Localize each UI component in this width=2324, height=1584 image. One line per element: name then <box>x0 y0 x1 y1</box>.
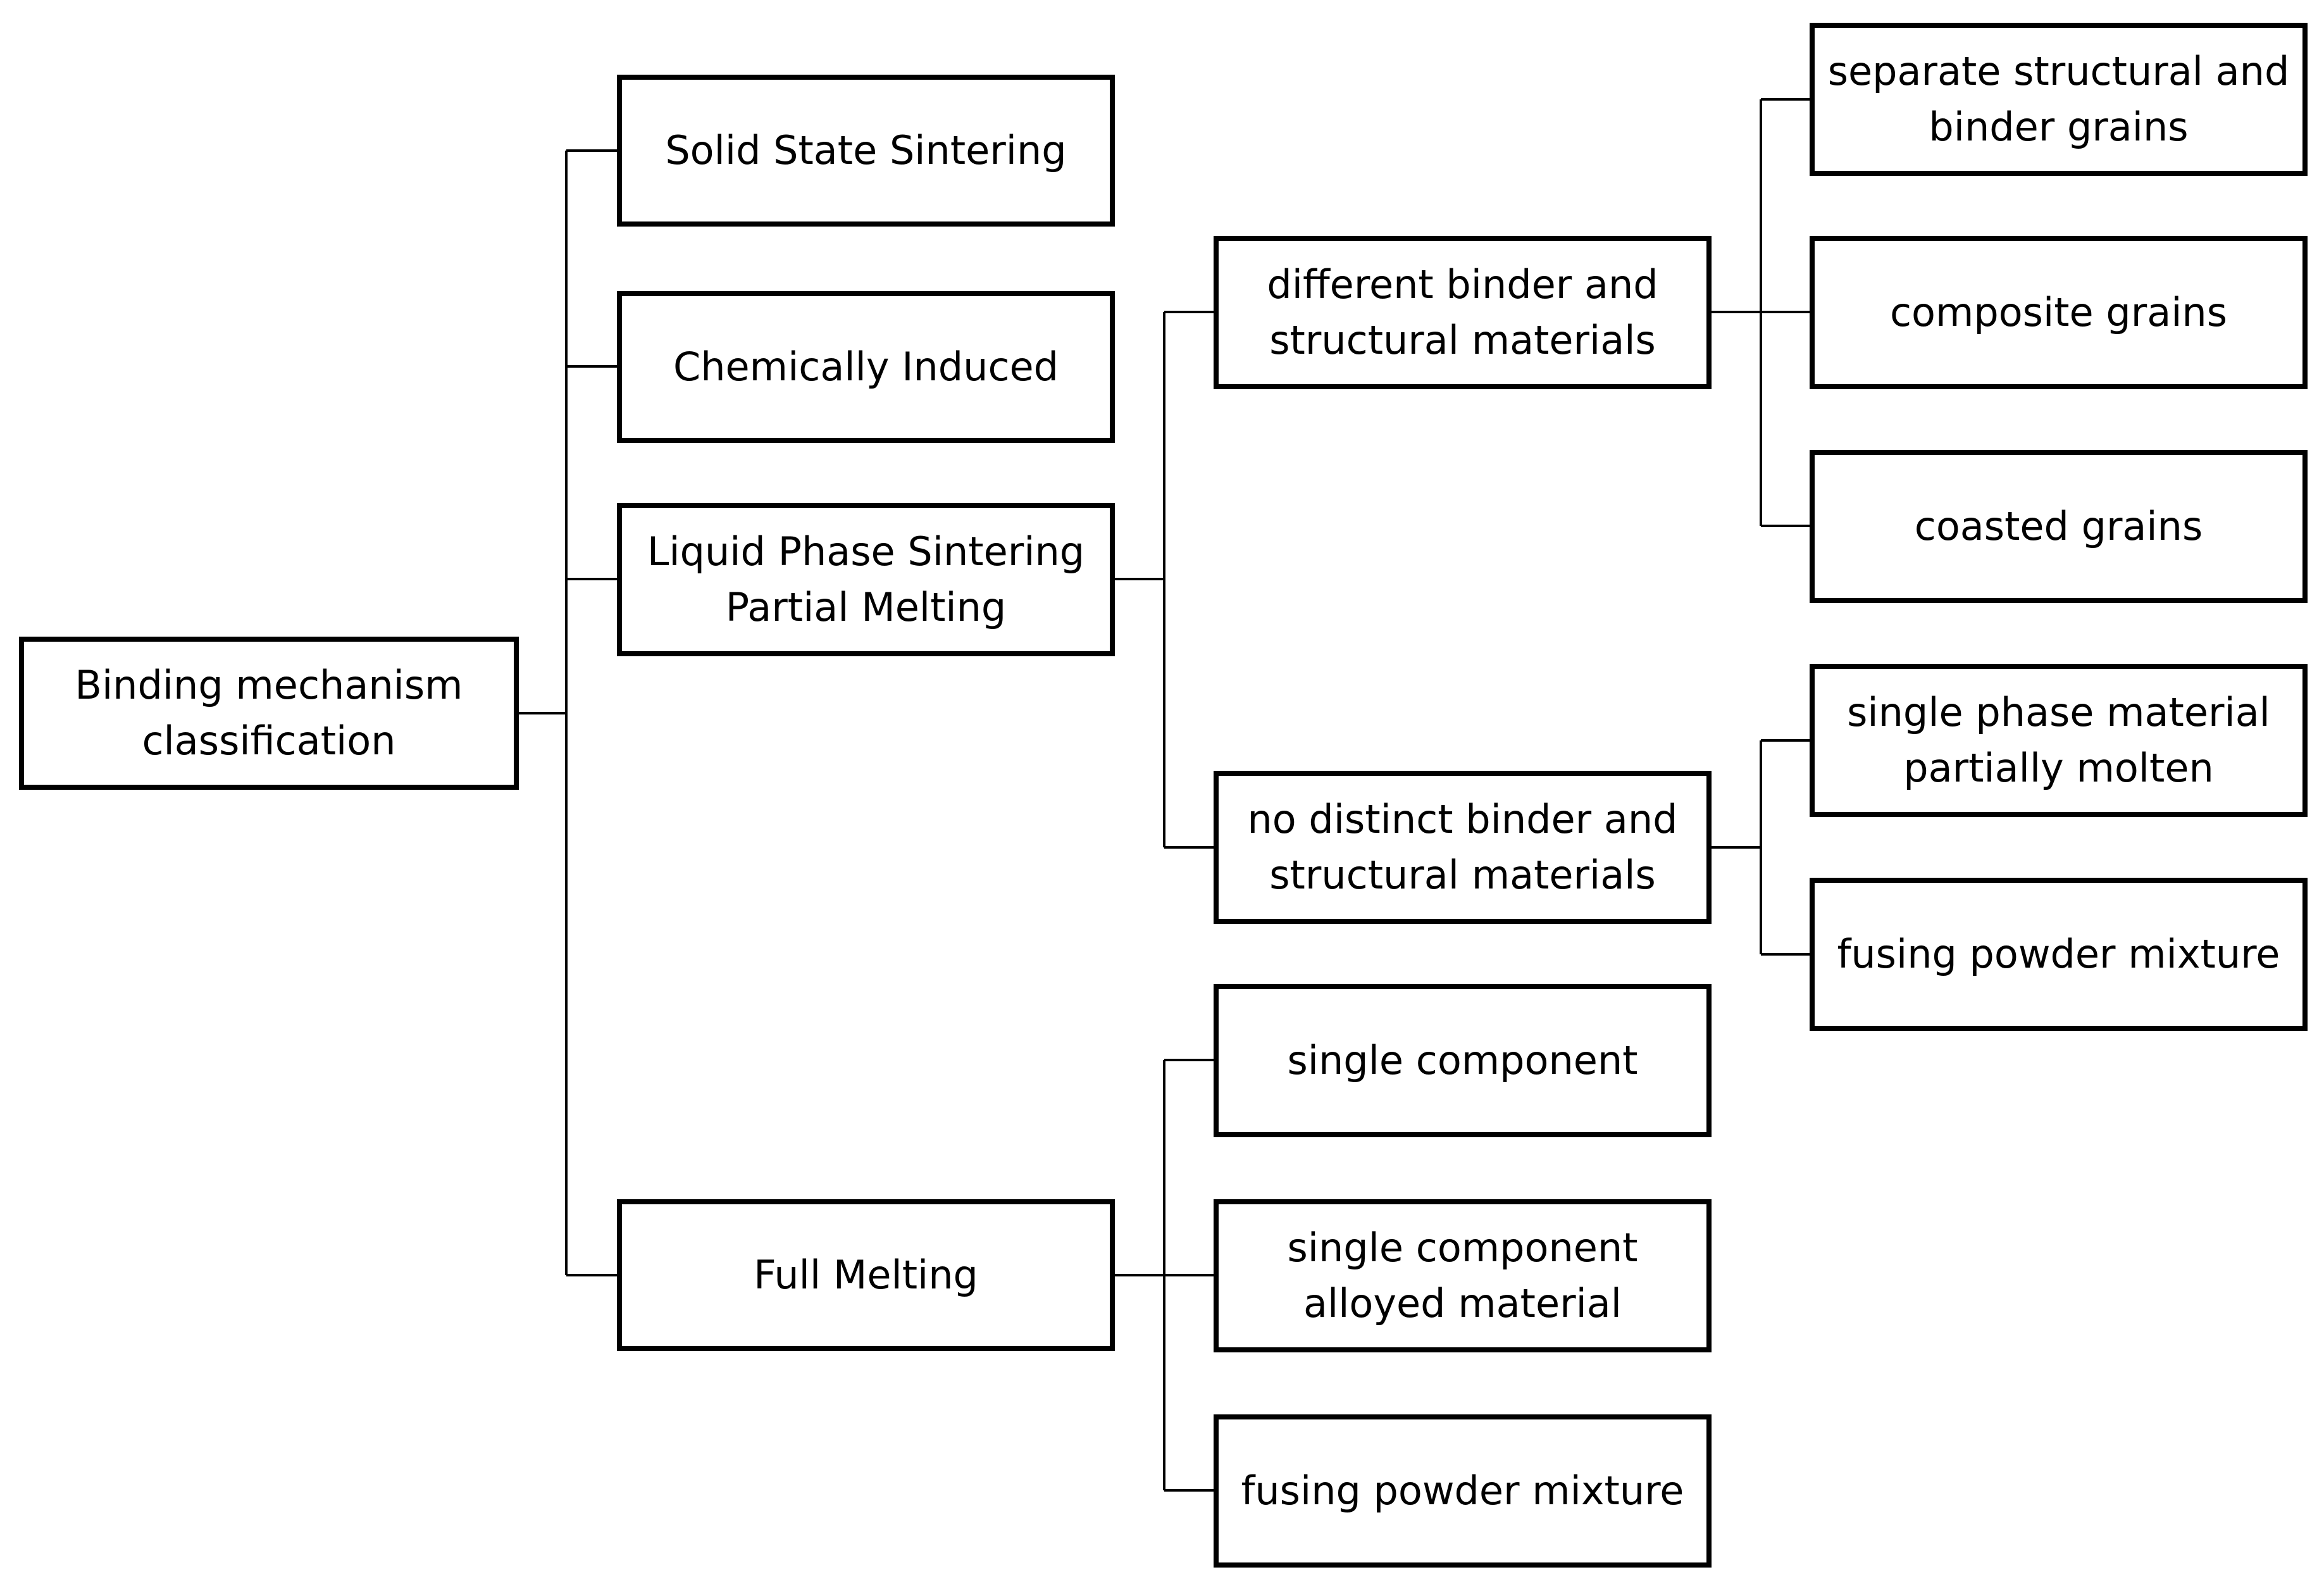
node-text-line: single component <box>1287 1037 1638 1083</box>
node-single-component-alloyed: single component alloyed material <box>1214 1199 1712 1352</box>
node-text-line: alloyed material <box>1303 1280 1622 1326</box>
node-text-line: classification <box>142 718 396 764</box>
node-chemically-induced: Chemically Induced <box>617 291 1115 443</box>
node-liquid-phase-sintering: Liquid Phase Sintering Partial Melting <box>617 503 1115 656</box>
node-text-line: fusing powder mixture <box>1241 1468 1684 1514</box>
node-text-line: no distinct binder and <box>1247 796 1678 842</box>
node-text-line: different binder and <box>1267 261 1658 308</box>
node-single-component: single component <box>1214 984 1712 1137</box>
node-text-line: fusing powder mixture <box>1837 931 2280 977</box>
node-text-line: coasted grains <box>1914 503 2203 549</box>
node-fusing-powder-mixture-fm: fusing powder mixture <box>1214 1414 1712 1568</box>
node-text-line: Liquid Phase Sintering <box>647 528 1085 575</box>
node-solid-state-sintering: Solid State Sintering <box>617 75 1115 227</box>
node-text-line: Solid State Sintering <box>665 127 1067 173</box>
node-text-line: partially molten <box>1903 745 2214 791</box>
node-text-line: Full Melting <box>754 1252 978 1298</box>
node-text-line: separate structural and <box>1827 48 2290 94</box>
node-full-melting: Full Melting <box>617 1199 1115 1351</box>
node-text-line: composite grains <box>1889 289 2228 335</box>
node-different-binder-structural: different binder and structural material… <box>1214 236 1712 389</box>
node-text-line: Chemically Induced <box>673 344 1059 390</box>
node-composite-grains: composite grains <box>1810 236 2308 389</box>
node-text-line: structural materials <box>1269 317 1656 363</box>
node-text-line: binder grains <box>1929 104 2189 150</box>
node-binding-mechanism-classification: Binding mechanism classification <box>19 637 519 790</box>
node-coasted-grains: coasted grains <box>1810 450 2308 603</box>
node-single-phase-partially-molten: single phase material partially molten <box>1810 664 2308 817</box>
node-no-distinct-binder-structural: no distinct binder and structural materi… <box>1214 771 1712 924</box>
node-text-line: structural materials <box>1269 852 1656 898</box>
node-separate-structural-binder-grains: separate structural and binder grains <box>1810 23 2308 176</box>
node-fusing-powder-mixture-lps: fusing powder mixture <box>1810 878 2308 1031</box>
node-text-line: Binding mechanism <box>75 662 463 708</box>
node-text-line: Partial Melting <box>725 584 1007 630</box>
node-text-line: single component <box>1287 1225 1638 1271</box>
node-text-line: single phase material <box>1847 689 2270 735</box>
